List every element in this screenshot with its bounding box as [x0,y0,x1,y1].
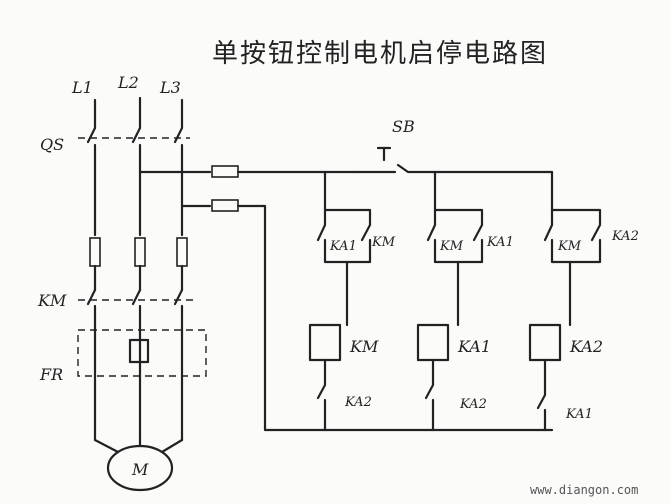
branch2-right-label: KA1 [486,235,514,250]
sb-button-symbol[interactable] [376,146,392,162]
coil3-label: KA2 [569,337,603,356]
nc-contact-3 [536,358,547,432]
fr-relay-box [77,329,207,377]
fr-label: FR [39,365,63,384]
branch-2-contacts [426,208,484,327]
nc-contact-1 [316,358,327,432]
watermark: www.diangon.com [530,483,638,497]
coil1-label: KM [349,337,379,356]
qs-label: QS [40,135,64,154]
phase-label-l3: L3 [159,78,181,97]
km-main-label: KM [37,291,67,310]
phase-label-l1: L1 [71,78,93,97]
coil2-label: KA1 [457,337,491,356]
coil-km [308,323,342,362]
branch1-left-label: KA1 [329,239,357,254]
branch3-left-label: KM [557,239,582,254]
nc3-label: KA1 [565,407,593,422]
branch3-right-label: KA2 [611,229,639,244]
fr-heater [128,338,150,364]
branch-1-contacts [316,208,372,327]
control-fuse-2 [211,199,239,212]
nc-contact-2 [424,358,435,432]
sb-label: SB [392,117,415,136]
power-lines [86,96,184,237]
branch-3-contacts [543,208,602,327]
motor-label: M [131,460,149,479]
nc1-label: KA2 [344,395,372,410]
coil-ka2 [528,323,562,362]
phase-label-l2: L2 [117,73,139,92]
diagram-title: 单按钮控制电机启停电路图 [212,39,548,69]
branch1-right-label: KM [371,235,396,250]
nc2-label: KA2 [459,397,487,412]
fuse-l3 [176,237,188,267]
fuse-l1 [89,237,101,267]
coil-ka1 [416,323,450,362]
control-fuse-1 [211,165,239,178]
fuse-l2 [134,237,146,267]
branch2-left-label: KM [439,239,464,254]
